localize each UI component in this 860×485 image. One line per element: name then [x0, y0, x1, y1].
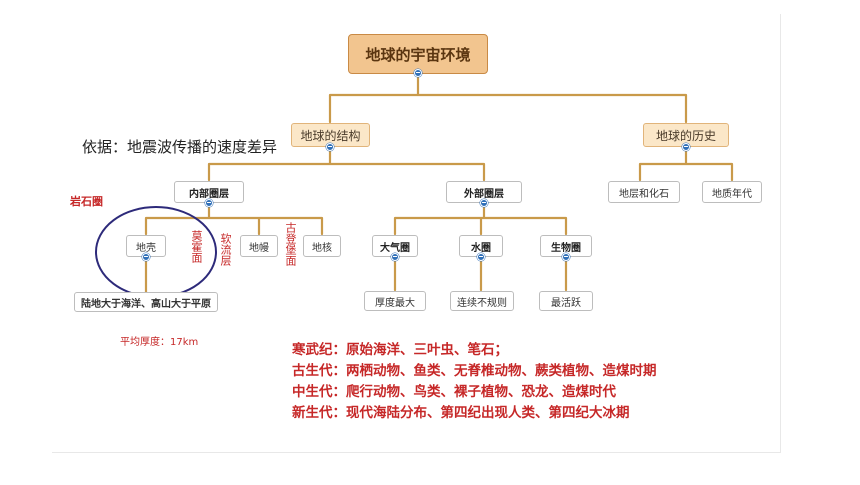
era-line-cambrian: 寒武纪：原始海洋、三叶虫、笔石；: [292, 342, 508, 358]
moho-annotation: 莫霍面: [190, 230, 203, 263]
avg-thickness-annotation: 平均厚度：17km: [120, 337, 199, 348]
node-atmosphere-label: 大气圈: [380, 242, 410, 254]
lithosphere-annotation: 岩石圈: [70, 195, 103, 208]
node-outer-layers[interactable]: 外部圈层: [446, 181, 522, 203]
gutenberg-annotation: 古登堡面: [284, 222, 297, 266]
node-geologic-eras[interactable]: 地质年代: [702, 181, 762, 203]
asthenosphere-annotation: 软流层: [219, 233, 232, 266]
node-strata-fossils[interactable]: 地层和化石: [608, 181, 680, 203]
collapse-toggle-icon[interactable]: [391, 253, 399, 261]
node-hydrosphere-label: 水圈: [471, 242, 491, 254]
connector-history: [638, 146, 734, 182]
node-biosphere-note[interactable]: 最活跃: [539, 291, 593, 311]
node-mantle[interactable]: 地幔: [240, 235, 278, 257]
connector-structure: [207, 146, 486, 182]
node-strata-label: 地层和化石: [619, 188, 669, 200]
collapse-toggle-icon[interactable]: [326, 143, 334, 151]
collapse-toggle-icon[interactable]: [562, 253, 570, 261]
era-line-paleozoic: 古生代：两栖动物、鱼类、无脊椎动物、蕨类植物、造煤时期: [292, 363, 657, 379]
node-hydrosphere-note-label: 连续不规则: [457, 297, 507, 309]
node-biosphere-label: 生物圈: [551, 242, 581, 254]
geologic-eras-list: 寒武纪：原始海洋、三叶虫、笔石； 古生代：两栖动物、鱼类、无脊椎动物、蕨类植物、…: [292, 340, 657, 424]
node-core-label: 地核: [312, 242, 332, 254]
node-hydrosphere-note[interactable]: 连续不规则: [450, 291, 514, 311]
basis-annotation: 依据：地震波传播的速度差异: [82, 138, 278, 156]
branch-structure-label: 地球的结构: [300, 128, 361, 143]
node-eras-label: 地质年代: [712, 188, 752, 200]
connector-outer: [393, 202, 568, 236]
node-inner-label: 内部圈层: [189, 188, 229, 200]
node-outer-label: 外部圈层: [464, 188, 504, 200]
era-line-cenozoic: 新生代：现代海陆分布、第四纪出现人类、第四纪大冰期: [292, 405, 630, 421]
connector-root: [328, 72, 688, 124]
collapse-toggle-icon[interactable]: [480, 199, 488, 207]
root-label: 地球的宇宙环境: [365, 45, 471, 64]
node-hydrosphere[interactable]: 水圈: [459, 235, 503, 257]
mindmap-canvas: [52, 14, 781, 453]
root-node[interactable]: 地球的宇宙环境: [348, 34, 488, 74]
collapse-toggle-icon[interactable]: [477, 253, 485, 261]
connector-inner: [144, 202, 324, 236]
node-crust-note-label: 陆地大于海洋、高山大于平原: [81, 298, 211, 310]
node-crust-note[interactable]: 陆地大于海洋、高山大于平原: [74, 292, 218, 312]
era-line-mesozoic: 中生代：爬行动物、鸟类、裸子植物、恐龙、造煤时代: [292, 384, 616, 400]
collapse-toggle-icon[interactable]: [205, 199, 213, 207]
branch-history-label: 地球的历史: [655, 128, 716, 143]
collapse-toggle-icon[interactable]: [142, 253, 150, 261]
node-crust-label: 地壳: [136, 242, 156, 254]
node-biosphere-note-label: 最活跃: [551, 297, 581, 309]
node-core[interactable]: 地核: [303, 235, 341, 257]
node-atmosphere-note[interactable]: 厚度最大: [364, 291, 426, 311]
node-mantle-label: 地幔: [249, 242, 269, 254]
collapse-toggle-icon[interactable]: [682, 143, 690, 151]
node-atmosphere-note-label: 厚度最大: [375, 297, 415, 309]
collapse-toggle-icon[interactable]: [414, 69, 422, 77]
